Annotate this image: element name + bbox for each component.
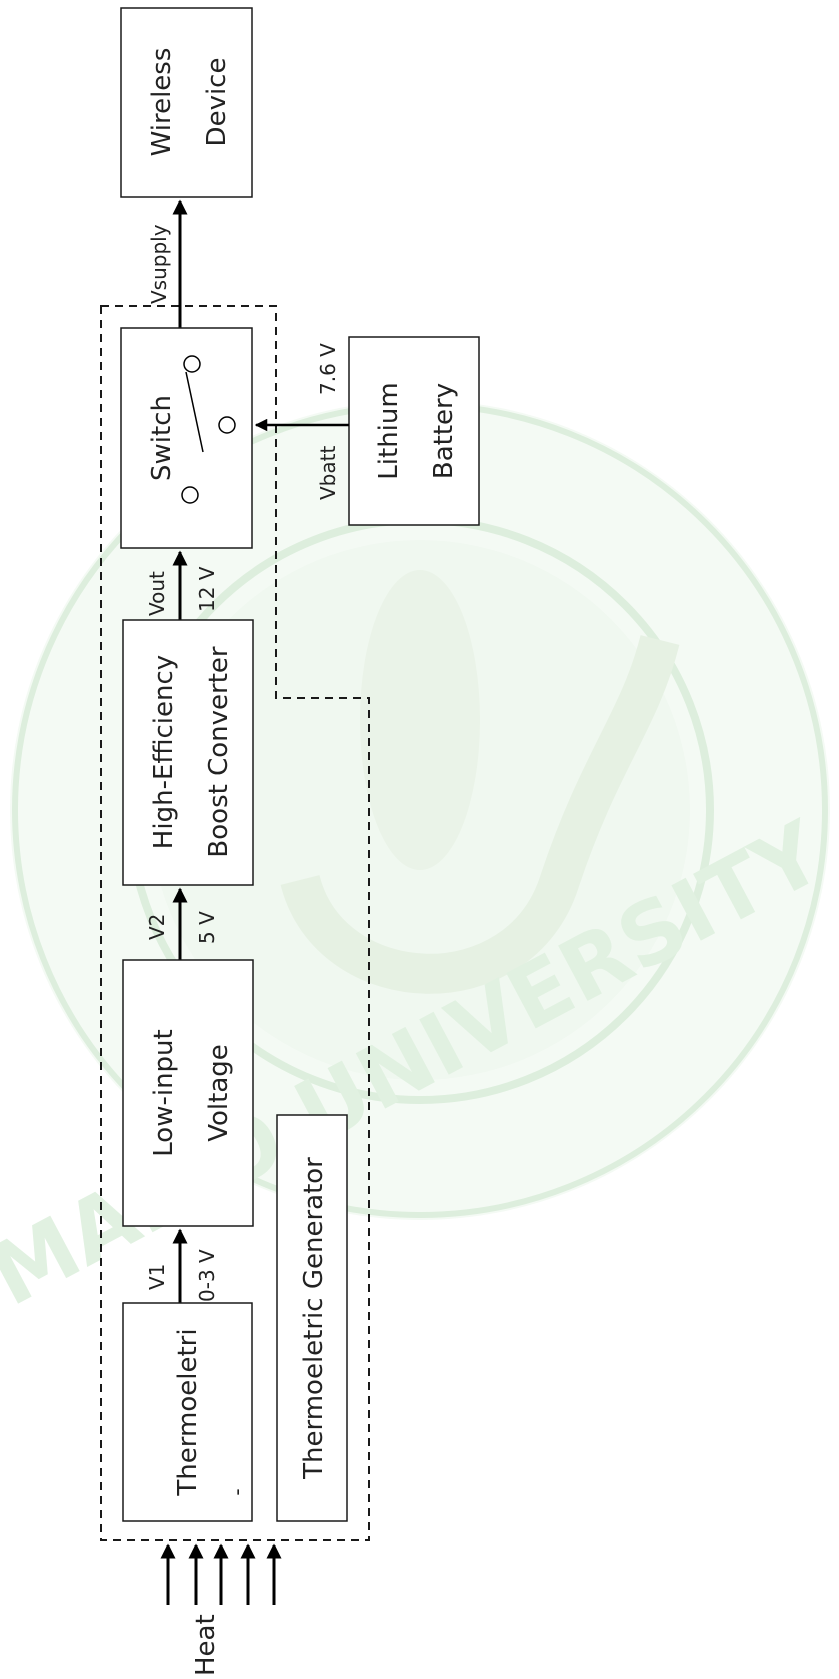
- v1-value: 0-3 V: [195, 1249, 219, 1302]
- boost-converter-box: [122, 619, 254, 886]
- lithium-battery-label-1: Lithium: [374, 382, 404, 479]
- boost-converter-label-1: High-Efficiency: [149, 655, 179, 849]
- v2-value: 5 V: [195, 911, 219, 944]
- v2-label: V2: [145, 914, 169, 940]
- heat-arrows: [160, 1543, 282, 1605]
- wireless-device-box: [120, 7, 253, 198]
- low-input-voltage-label-1: Low-input: [149, 1029, 179, 1156]
- thermoelectric-label-2: -: [225, 1488, 249, 1495]
- vbatt-value: 7.6 V: [316, 343, 340, 395]
- v1-label: V1: [145, 1264, 169, 1290]
- switch-label: Switch: [147, 395, 177, 481]
- lithium-battery-box: [348, 336, 480, 526]
- wireless-device-label-1: Wireless: [147, 48, 177, 157]
- vbatt-label: Vbatt: [316, 446, 340, 500]
- thermoelectric-generator-box: [276, 1114, 348, 1522]
- vout-label: Vout: [145, 571, 169, 616]
- vsupply-label: Vsupply: [147, 224, 171, 304]
- vout-value: 12 V: [195, 566, 219, 612]
- boost-converter-label-2: Boost Converter: [204, 646, 234, 857]
- dashed-enclosure: [100, 305, 370, 1541]
- thermoelectric-label-1: Thermoeletri: [173, 1328, 203, 1496]
- thermoelectric-generator-label: Thermoeletric Generator: [299, 1157, 329, 1480]
- thermoelectric-box: [122, 1302, 253, 1522]
- low-input-voltage-box: [122, 959, 254, 1227]
- heat-label: Heat: [191, 1614, 221, 1676]
- wireless-device-label-2: Device: [202, 58, 232, 147]
- low-input-voltage-label-2: Voltage: [204, 1044, 234, 1142]
- switch-symbol: [181, 355, 236, 504]
- lithium-battery-label-2: Battery: [429, 383, 459, 479]
